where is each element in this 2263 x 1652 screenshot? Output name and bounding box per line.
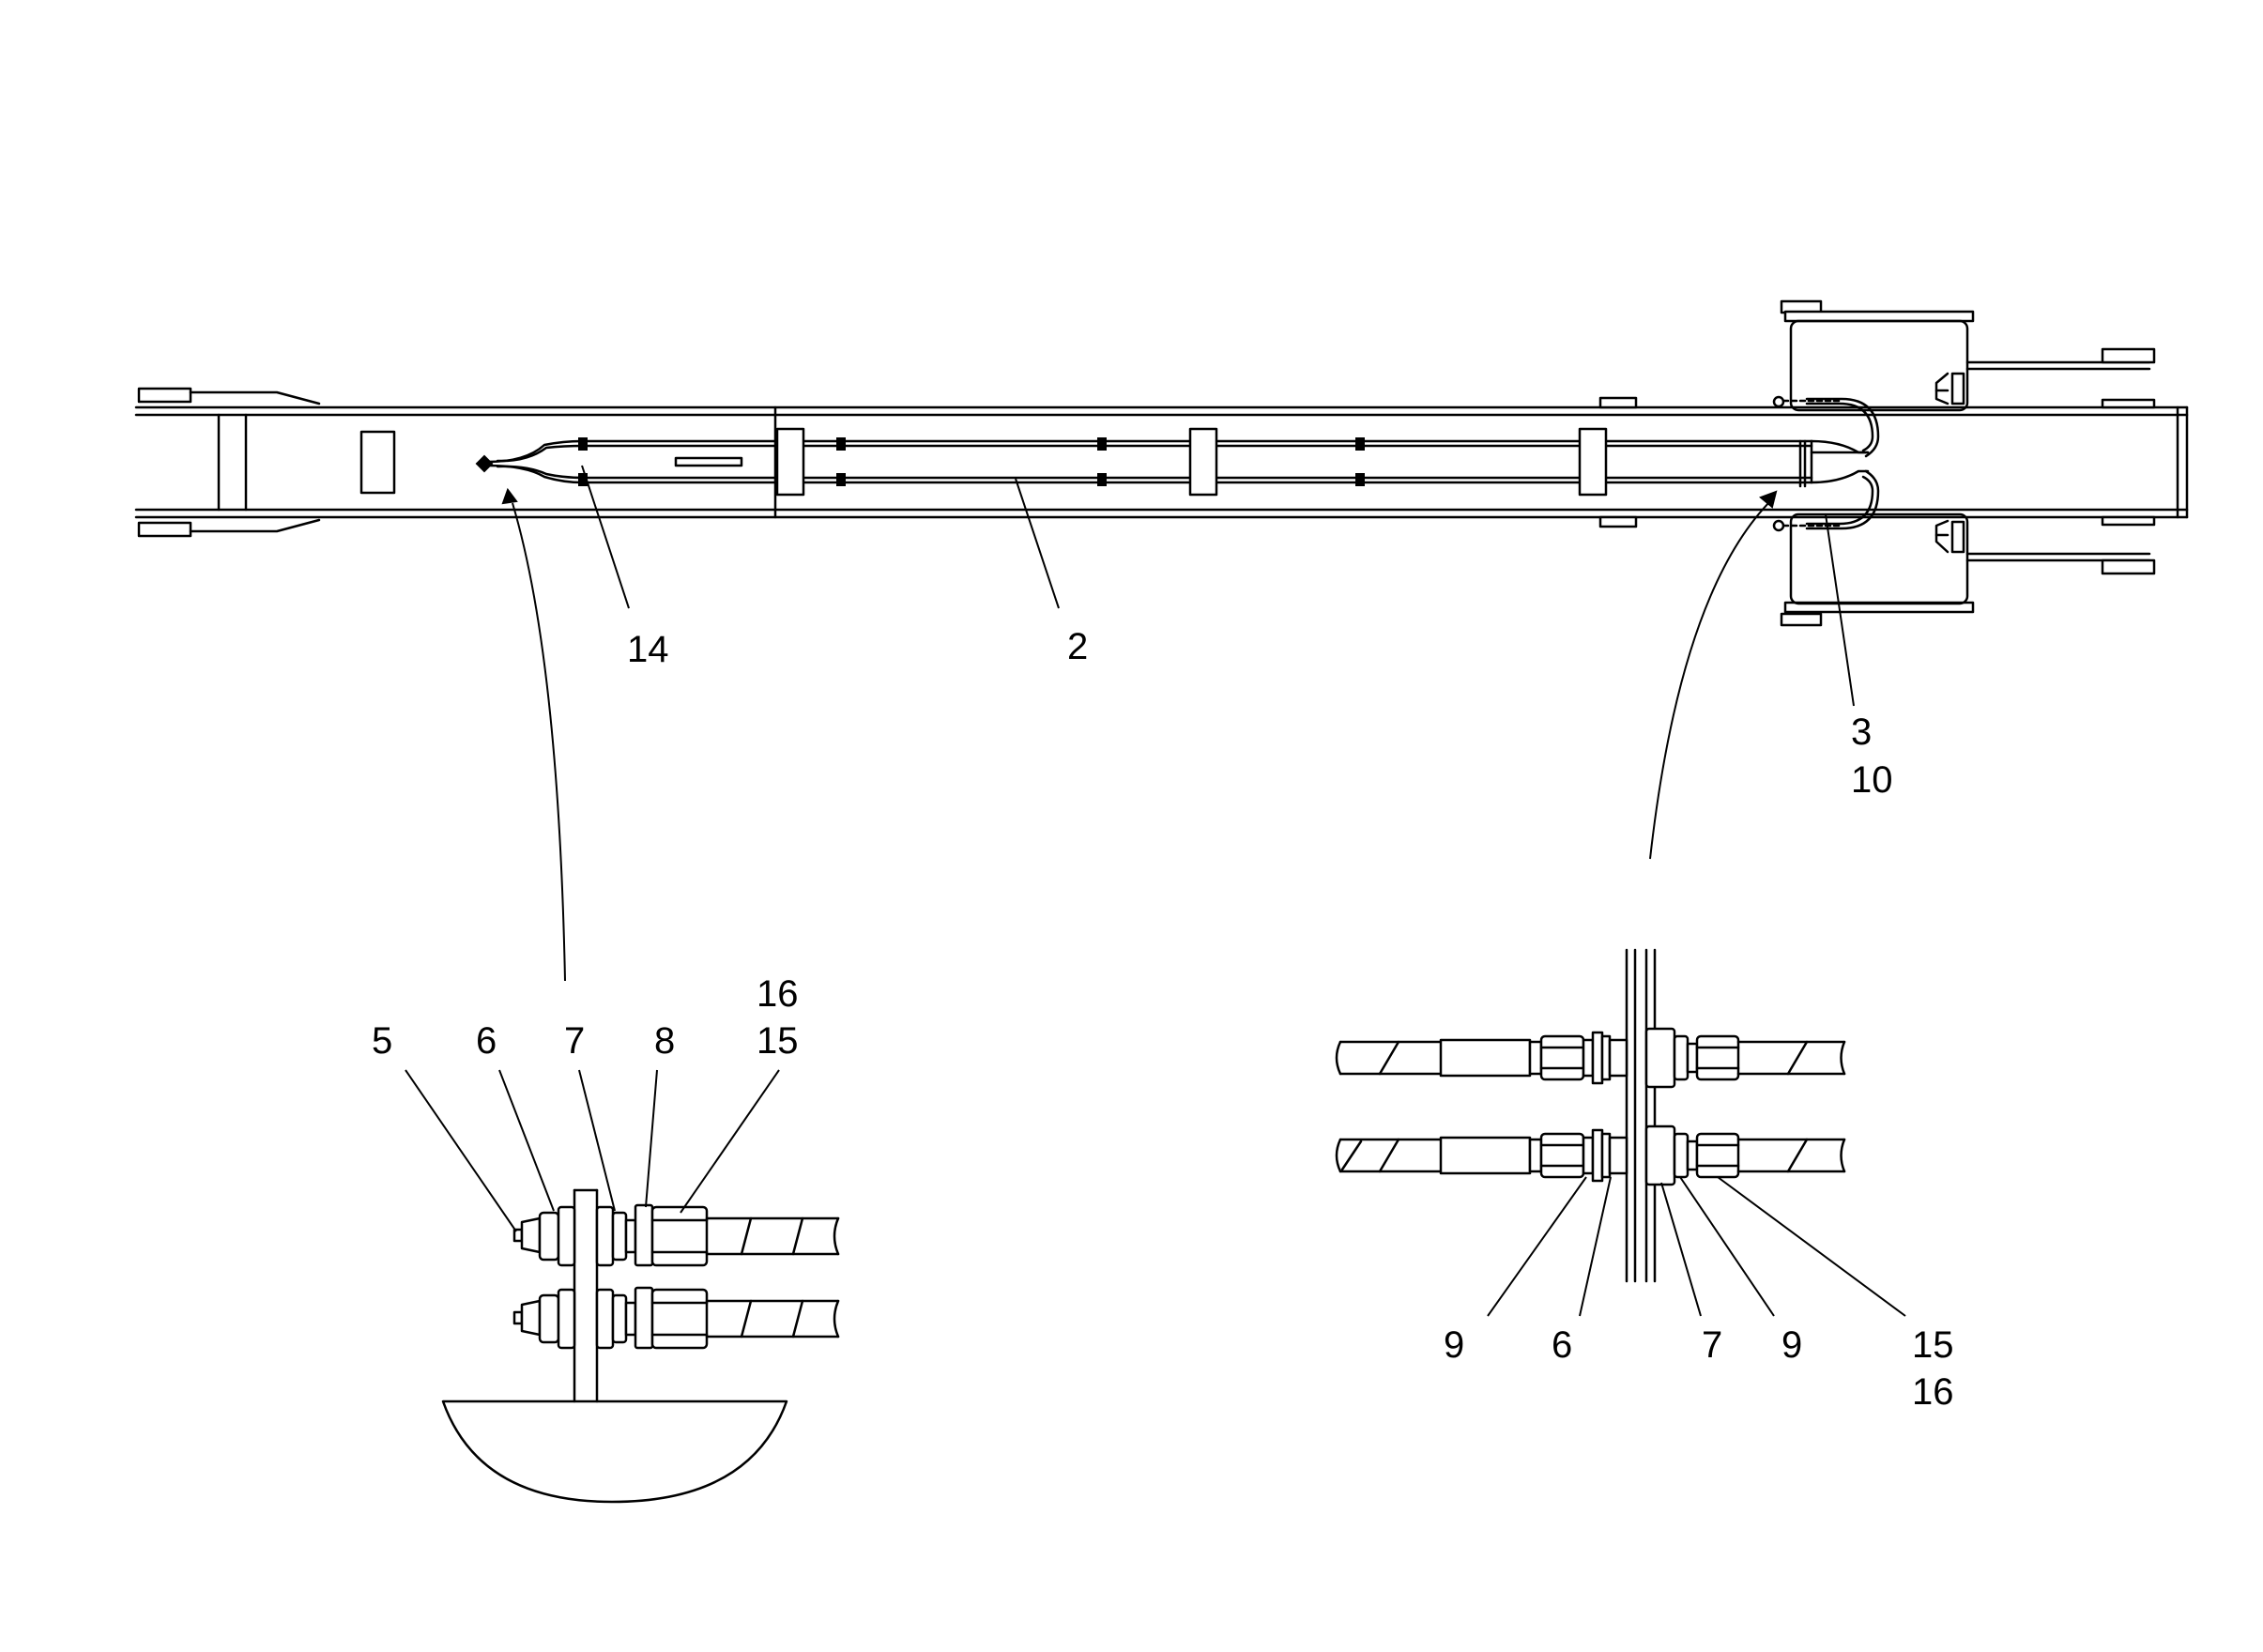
fitting-row-lower: [1335, 1124, 1846, 1186]
top-leaders: [501, 465, 1855, 982]
callout-7-right: 7: [1702, 1324, 1722, 1366]
callout-16-right: 16: [1912, 1371, 1954, 1413]
grease-fitting-icon: [475, 454, 494, 473]
callout-15-left: 15: [757, 1020, 799, 1062]
detail-view-left: [405, 1069, 840, 1504]
fitting-row-upper: [1335, 1027, 1846, 1089]
lube-lines: [475, 395, 1880, 532]
boom-head-assembly: [1780, 299, 2156, 627]
callout-15-right: 15: [1912, 1324, 1954, 1366]
callout-5-left: 5: [372, 1020, 392, 1062]
callout-3: 3: [1851, 711, 1872, 753]
callout-2: 2: [1067, 626, 1088, 667]
fitting-stack-lower: [512, 1286, 840, 1350]
callout-7-left: 7: [564, 1020, 585, 1062]
callout-labels: 14 2 3 10 5 6 7 8 16 15 9 6 7 9 15 16: [372, 626, 1954, 1413]
fitting-stack-upper: [512, 1203, 840, 1267]
callout-16-left: 16: [757, 973, 799, 1015]
callout-6-left: 6: [476, 1020, 497, 1062]
callout-10: 10: [1851, 759, 1893, 801]
callout-6-right: 6: [1552, 1324, 1572, 1366]
callout-9-right-b: 9: [1781, 1324, 1802, 1366]
callout-14: 14: [627, 629, 669, 670]
callout-8-left: 8: [654, 1020, 675, 1062]
detail-view-right: [1335, 948, 1906, 1317]
boom-assembly: [134, 387, 2189, 538]
callout-9-right-a: 9: [1444, 1324, 1464, 1366]
